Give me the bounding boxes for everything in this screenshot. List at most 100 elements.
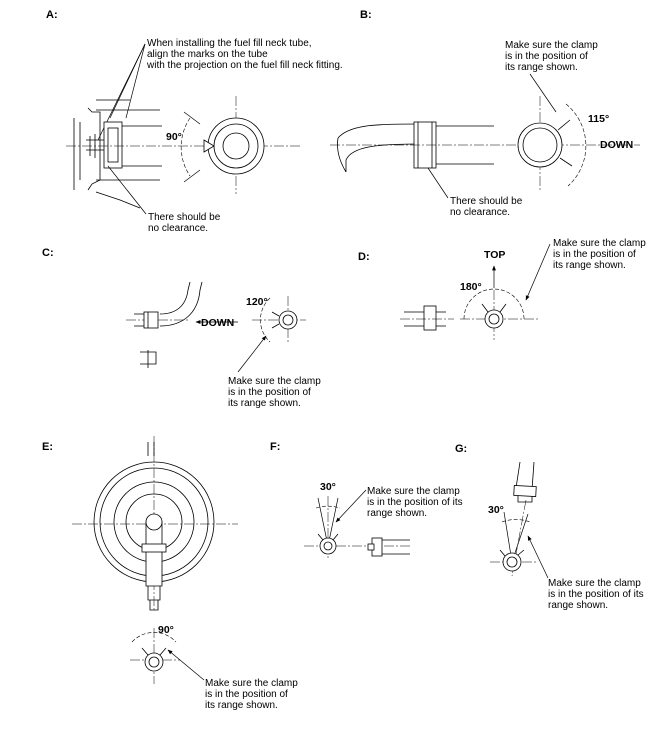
panel-f-clamp-ears <box>317 533 339 541</box>
panel-g-note-line1: Make sure the clamp <box>548 578 641 589</box>
panel-d-note-line1: Make sure the clamp <box>553 238 646 249</box>
panel-f-label: F: <box>270 441 280 453</box>
panel-f-tube-end <box>323 541 333 551</box>
panel-f-note-leader <box>335 489 367 523</box>
panel-d-direction: TOP <box>484 249 505 261</box>
panel-e: E: 90° Make sure the clamp is in the pos… <box>42 436 301 711</box>
panel-c: C: DOWN 120° Make sure the clamp is in t… <box>42 247 324 409</box>
panel-b: B: Make sure the clamp is in the positio… <box>330 9 640 218</box>
panel-a-clamp-inner <box>107 127 119 163</box>
panel-f: F: 30° Make sure the clamp is in the pos… <box>270 441 465 560</box>
panel-e-clamp-ears <box>141 647 167 656</box>
panel-d-note-line3: its range shown. <box>553 260 626 271</box>
panel-g: G: 30° Make sure the clamp is in the pos… <box>455 443 646 611</box>
panel-a-note-leader-2 <box>109 43 146 119</box>
panel-g-angle: 30° <box>488 504 504 516</box>
panel-g-clamp-ears <box>499 549 525 557</box>
panel-c-bent-tube <box>159 281 203 327</box>
panel-a-clearance-leader <box>107 165 147 215</box>
panel-c-note-leader <box>237 335 267 373</box>
panel-b-clearance-line1: There should be <box>450 196 523 207</box>
panel-e-angle: 90° <box>158 624 174 636</box>
panel-e-note-line1: Make sure the clamp <box>205 678 298 689</box>
panel-g-note: Make sure the clamp is in the position o… <box>548 578 646 611</box>
panel-a-projection <box>86 134 104 158</box>
panel-c-note: Make sure the clamp is in the position o… <box>228 376 324 409</box>
panel-f-angle-arc <box>315 505 341 509</box>
panel-b-note-leader <box>529 73 557 113</box>
panel-a: A: When installing the fuel fill neck tu… <box>46 9 343 234</box>
panel-f-note-line2: is in the position of its <box>367 497 463 508</box>
panel-f-angle: 30° <box>320 481 336 493</box>
panel-a-clearance-line2: no clearance. <box>148 223 208 234</box>
panel-e-top-tab <box>147 442 155 456</box>
panel-c-note-line1: Make sure the clamp <box>228 376 321 387</box>
panel-a-note-line1: When installing the fuel fill neck tube, <box>147 38 312 49</box>
panel-c-clamp-ears <box>271 311 280 329</box>
panel-e-label: E: <box>42 441 53 453</box>
panel-d-clamp-ring <box>484 309 504 329</box>
panel-a-note-leader-3 <box>125 43 146 119</box>
panel-a-arc-end-2 <box>183 169 201 183</box>
panel-b-label: B: <box>360 9 372 21</box>
panel-e-outlet-cap <box>145 513 163 531</box>
panel-b-clamp-ring <box>517 122 563 168</box>
panel-g-angle-arc <box>501 519 531 523</box>
panel-b-clamp-ears <box>557 119 573 167</box>
panel-e-clamp-band <box>141 543 167 553</box>
panel-d-note: Make sure the clamp is in the position o… <box>553 238 649 271</box>
panel-a-note: When installing the fuel fill neck tube,… <box>146 38 343 71</box>
panel-a-clamp-tab <box>203 139 215 153</box>
panel-b-angle-arc <box>565 103 587 187</box>
panel-e-angle-arc <box>131 632 177 643</box>
panel-a-tube <box>122 125 162 167</box>
panel-f-clamp-tab <box>367 543 375 551</box>
panel-a-tube-inner <box>222 132 250 160</box>
panel-e-tube-end <box>147 586 161 611</box>
panel-c-note-line2: is in the position of <box>228 387 311 398</box>
panel-c-clamp-side <box>143 311 159 329</box>
panel-a-fitting-lines <box>95 99 160 209</box>
panel-f-note-line1: Make sure the clamp <box>367 486 460 497</box>
panel-c-tube-end <box>282 314 294 326</box>
panel-b-clearance-line2: no clearance. <box>450 207 510 218</box>
panel-g-tube-end-circle <box>506 556 518 568</box>
panel-b-bent-tube-end <box>337 137 347 173</box>
panel-e-note-line3: its range shown. <box>205 700 278 711</box>
panel-d-clamp-ears <box>481 303 507 313</box>
panel-c-lower-part <box>140 350 157 368</box>
panel-d-note-line2: is in the position of <box>553 249 636 260</box>
panel-c-label: C: <box>42 247 54 259</box>
panel-c-direction: DOWN <box>201 317 234 329</box>
panel-d-clamp-side <box>423 305 437 331</box>
panel-e-note-line2: is in the position of <box>205 689 288 700</box>
panel-b-note-line2: is in the position of <box>505 51 588 62</box>
panel-g-note-line3: range shown. <box>548 600 608 611</box>
panel-b-tube <box>436 125 494 165</box>
panel-c-angle-arc <box>260 297 271 343</box>
panel-b-angle: 115° <box>588 113 609 125</box>
panel-f-tube <box>382 539 410 555</box>
panel-f-note: Make sure the clamp is in the position o… <box>367 486 465 519</box>
panel-g-tube <box>515 461 535 491</box>
panel-d-angle: 180° <box>460 281 482 293</box>
panel-a-angle-arc <box>180 117 191 177</box>
panel-a-label: A: <box>46 9 58 21</box>
panel-b-note: Make sure the clamp is in the position o… <box>505 40 601 73</box>
panel-g-note-line2: is in the position of its <box>548 589 644 600</box>
panel-e-note: Make sure the clamp is in the position o… <box>205 678 301 711</box>
panel-g-clamp-ring <box>502 552 522 572</box>
panel-g-note-leader <box>527 535 549 579</box>
panel-f-note-line3: range shown. <box>367 508 427 519</box>
panel-d: D: Make sure the clamp is in the positio… <box>358 238 649 340</box>
panel-a-note-line3: with the projection on the fuel fill nec… <box>146 60 343 71</box>
panel-c-clamp-ring <box>278 310 298 330</box>
panel-b-clearance: There should be no clearance. <box>450 196 525 218</box>
panel-e-tube-end-circle <box>148 656 160 668</box>
panel-b-tube-end <box>522 127 558 163</box>
panel-e-outlet-tube <box>145 521 163 587</box>
panel-d-note-leader <box>525 243 551 301</box>
panel-b-note-line1: Make sure the clamp <box>505 40 598 51</box>
panel-c-angle: 120° <box>246 296 268 308</box>
